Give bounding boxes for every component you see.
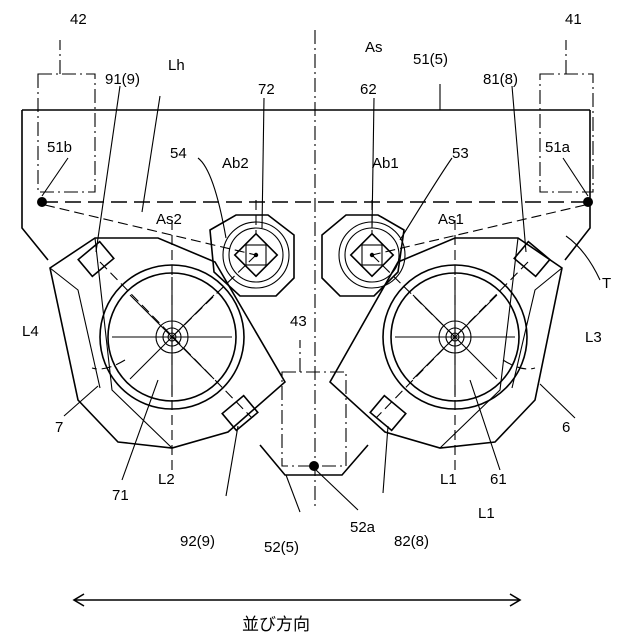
pivot-52a — [309, 461, 319, 471]
label-54: 54 — [170, 145, 187, 162]
label-42: 42 — [70, 11, 87, 28]
label-7: 7 — [55, 419, 63, 436]
label-41: 41 — [565, 11, 582, 28]
label-51: 51(5) — [413, 51, 448, 68]
label-ab2: Ab2 — [222, 155, 249, 172]
label-direction: 並び方向 — [242, 615, 310, 634]
label-92: 92(9) — [180, 533, 215, 550]
label-l1-b: L1 — [478, 505, 495, 522]
label-52a: 52a — [350, 519, 376, 536]
label-82: 82(8) — [394, 533, 429, 550]
casing — [22, 110, 590, 475]
label-53: 53 — [452, 145, 469, 162]
left-unit — [45, 200, 294, 470]
direction-arrow — [74, 594, 520, 606]
label-91: 91(9) — [105, 71, 140, 88]
label-61: 61 — [490, 471, 507, 488]
label-as1: As1 — [438, 211, 464, 228]
label-6: 6 — [562, 419, 570, 436]
label-51b: 51b — [47, 139, 72, 156]
label-72: 72 — [258, 81, 275, 98]
label-l2: L2 — [158, 471, 175, 488]
label-as2: As2 — [156, 211, 182, 228]
label-t: T — [602, 275, 611, 292]
label-lh: Lh — [168, 57, 185, 74]
label-51a: 51a — [545, 139, 571, 156]
label-as: As — [365, 39, 383, 56]
label-43: 43 — [290, 313, 307, 330]
label-l1-a: L1 — [440, 471, 457, 488]
label-l3: L3 — [585, 329, 602, 346]
label-71: 71 — [112, 487, 129, 504]
label-52: 52(5) — [264, 539, 299, 556]
label-ab1: Ab1 — [372, 155, 399, 172]
label-l4: L4 — [22, 323, 39, 340]
label-81: 81(8) — [483, 71, 518, 88]
right-unit — [322, 200, 585, 470]
label-62: 62 — [360, 81, 377, 98]
